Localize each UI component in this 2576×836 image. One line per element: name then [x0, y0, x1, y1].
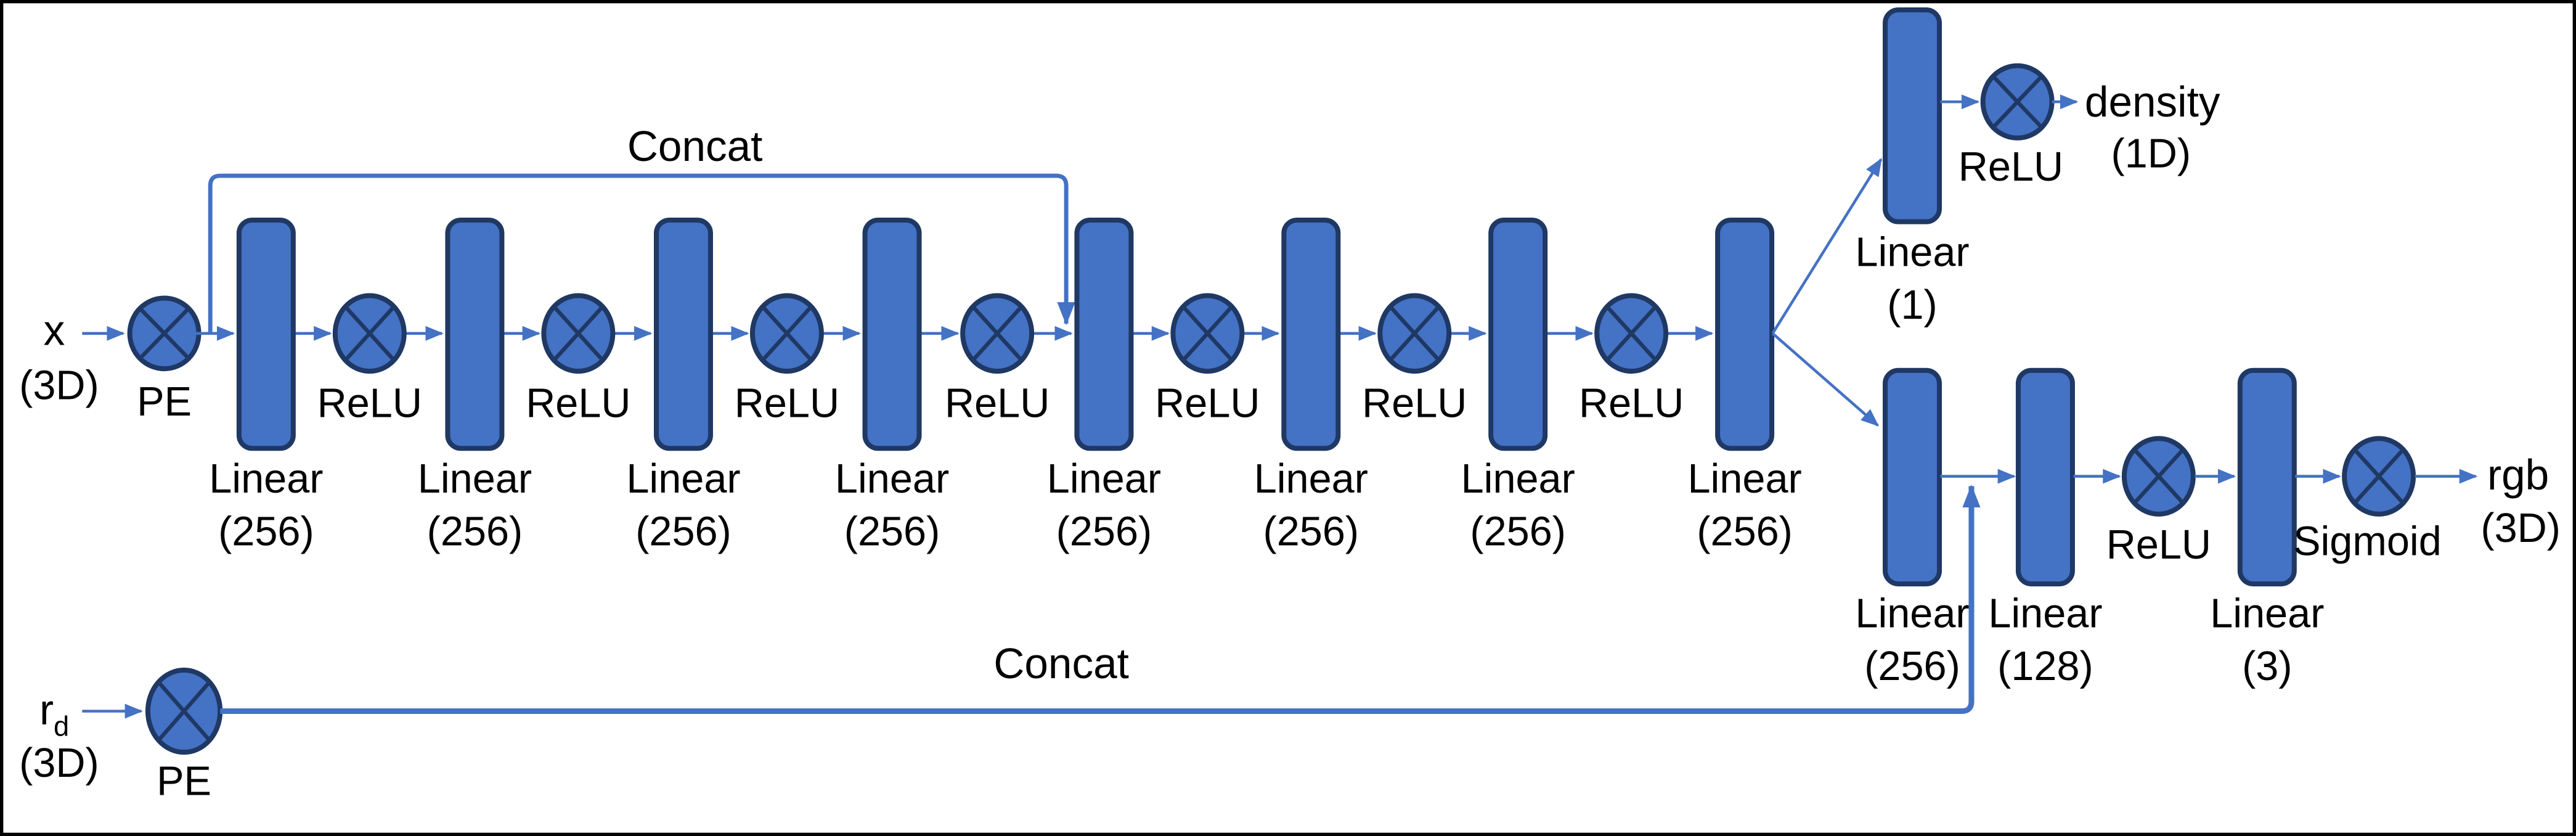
trunk-relu-node-6: ReLU [1362, 293, 1467, 427]
trunk-linear-block-2: Linear (256) [418, 217, 532, 554]
trunk-linear-dim-7: (256) [1470, 509, 1566, 554]
trunk-linear-dim-2: (256) [427, 509, 523, 554]
skip-connection-top: Concat [208, 122, 1075, 334]
rgb-relu-node [2121, 436, 2196, 517]
skip-connection-top-label: Concat [627, 122, 763, 170]
input-view-direction: rd (3D) PE [19, 667, 223, 804]
trunk-relu-label-2: ReLU [526, 381, 630, 427]
rgb-linear3-dim: (3) [2242, 644, 2292, 689]
density-relu-label: ReLU [1958, 144, 2063, 190]
rgb-linear256-block: Linear (256) [1855, 367, 1970, 689]
trunk-linear-dim-3: (256) [635, 509, 732, 554]
skip-connection-bottom-label: Concat [993, 639, 1129, 687]
trunk-linear-block-6: Linear (256) [1254, 217, 1368, 554]
trunk-linear-label-8: Linear [1687, 456, 1801, 502]
pe-multiply-node-position [127, 295, 202, 372]
trunk-linear-dim-6: (256) [1263, 509, 1359, 554]
input-rd-name: r [39, 686, 54, 734]
trunk-linear-label-4: Linear [835, 456, 949, 502]
trunk-relu-label-1: ReLU [317, 381, 422, 427]
skip-connection-bottom-line [220, 484, 1981, 715]
rgb-linear128-dim: (128) [1997, 644, 2093, 689]
rgb-linear256-label: Linear [1855, 591, 1969, 637]
density-output-dim: (1D) [2111, 131, 2191, 177]
density-relu-node [1980, 63, 2055, 141]
trunk-linear-label-1: Linear [209, 456, 323, 502]
arrow-trunk-to-rgb-head [1771, 332, 1880, 427]
input-rd-dim: (3D) [19, 740, 99, 786]
input-x-label: x [44, 306, 65, 354]
rgb-linear3-label: Linear [2210, 591, 2324, 637]
density-output-label: density [2085, 78, 2220, 126]
trunk-linear-block-4: Linear (256) [835, 217, 949, 554]
density-linear-dim: (1) [1887, 282, 1937, 328]
arrow-trunk-to-density-head [1771, 158, 1883, 334]
input-rd-label: rd [39, 686, 69, 742]
trunk-relu-node-2: ReLU [526, 293, 631, 427]
trunk-linear-block-7: Linear (256) [1461, 217, 1575, 554]
input-rd-subscript: d [54, 711, 69, 742]
trunk-relu-label-4: ReLU [945, 381, 1050, 427]
trunk-linear-dim-1: (256) [218, 509, 314, 554]
trunk-relu-label-7: ReLU [1579, 381, 1684, 427]
trunk-relu-node-1: ReLU [317, 293, 422, 427]
trunk-relu-label-5: ReLU [1155, 381, 1260, 427]
rgb-sigmoid-node [2342, 436, 2416, 517]
trunk-relu-label-6: ReLU [1362, 381, 1467, 427]
trunk-relu-node-4: ReLU [945, 293, 1050, 427]
rgb-sigmoid-label: Sigmoid [2293, 518, 2442, 564]
pe-multiply-node-direction [145, 667, 223, 755]
skip-connection-bottom: Concat [220, 484, 1981, 715]
density-linear-label: Linear [1855, 230, 1969, 276]
density-linear-block: Linear (1) [1855, 7, 1970, 328]
trunk-linear-dim-4: (256) [844, 509, 940, 554]
trunk-relu-node-5: ReLU [1155, 293, 1260, 427]
density-head: Linear (1) ReLU density (1D) [1855, 7, 2220, 328]
trunk-linear-label-3: Linear [626, 456, 740, 502]
rgb-relu-label: ReLU [2106, 522, 2211, 568]
trunk-linear-label-6: Linear [1254, 456, 1368, 502]
trunk-relu-node-3: ReLU [735, 293, 839, 427]
trunk-linear-label-7: Linear [1461, 456, 1575, 502]
trunk-linear-dim-5: (256) [1056, 509, 1152, 554]
input-position: x (3D) PE [19, 295, 202, 425]
rgb-linear128-block: Linear (128) [1988, 367, 2103, 689]
trunk-relu-label-3: ReLU [735, 381, 839, 427]
input-x-dim: (3D) [19, 363, 99, 408]
pe-label-direction: PE [157, 758, 211, 804]
trunk-linear-block-8: Linear (256) [1687, 217, 1802, 554]
trunk-linear-dim-8: (256) [1697, 509, 1793, 554]
trunk-linear-label-5: Linear [1047, 456, 1161, 502]
rgb-linear3-block: Linear (3) [2210, 367, 2324, 689]
trunk-linear-label-2: Linear [418, 456, 532, 502]
skip-connection-top-line [208, 173, 1075, 334]
trunk-linear-block-1: Linear (256) [209, 217, 323, 554]
rgb-output-label: rgb [2487, 451, 2549, 499]
rgb-head: Linear (256) Linear (128) ReLU Linear (3… [1855, 367, 2561, 689]
trunk-linear-block-5: Linear (256) [1047, 217, 1161, 554]
rgb-output-dim: (3D) [2480, 506, 2561, 551]
trunk-linear-block-3: Linear (256) [626, 217, 741, 554]
trunk-relu-node-7: ReLU [1579, 293, 1684, 427]
rgb-linear256-dim: (256) [1864, 644, 1960, 689]
rgb-linear128-label: Linear [1988, 591, 2102, 637]
pe-label-position: PE [137, 379, 192, 425]
